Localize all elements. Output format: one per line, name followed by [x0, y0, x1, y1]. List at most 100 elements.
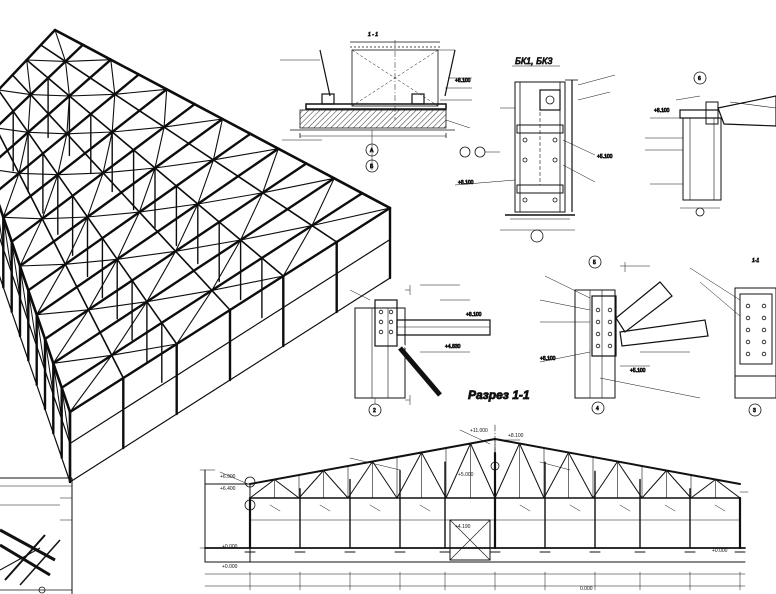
roof-truss-chord	[101, 148, 135, 175]
roof-brace	[211, 239, 242, 291]
roof-brace	[282, 225, 313, 277]
truss-web	[592, 461, 618, 499]
roof-brace	[2, 172, 20, 218]
node-2-label: 2	[373, 408, 376, 414]
roof-truss-chord	[217, 191, 264, 224]
roof-brace	[163, 118, 224, 128]
roof-purlin	[161, 321, 178, 345]
roof-brace	[52, 354, 113, 364]
roof-purlin	[81, 43, 113, 62]
roof-purlin	[41, 218, 55, 243]
roof-purlin	[64, 263, 78, 288]
roof-truss-chord	[56, 152, 87, 176]
roof-purlin	[89, 77, 116, 96]
roof-purlin	[197, 203, 220, 223]
roof-purlin	[212, 159, 239, 178]
roof-purlin	[132, 149, 156, 169]
eave-node-b	[244, 499, 256, 511]
roof-truss-chord	[160, 289, 214, 324]
eave-node	[244, 476, 256, 488]
roof-brace	[138, 167, 156, 213]
roof-purlin	[42, 152, 59, 176]
roof-truss-chord	[239, 207, 289, 242]
roof-purlin	[12, 110, 29, 134]
roof-truss-chord	[130, 250, 177, 282]
roof-truss-chord	[35, 285, 79, 316]
roof-brace	[146, 289, 213, 303]
door-opening	[449, 519, 491, 561]
roof-truss-chord	[41, 132, 69, 155]
roof-truss-chord	[75, 258, 119, 289]
top-section-label: 1 - 1	[368, 32, 378, 38]
roof-purlin	[175, 185, 199, 205]
mark-door: +4.190	[455, 524, 471, 530]
truss-web	[715, 479, 741, 499]
node-detail-top-right: 6 +8.100	[645, 71, 776, 217]
roof-brace	[64, 258, 118, 265]
mark-zero: 0.000	[580, 586, 593, 592]
roof-brace	[102, 167, 156, 174]
mark-node5-a: +8.100	[540, 356, 556, 362]
roof-purlin	[311, 224, 338, 243]
wall-brace	[52, 362, 63, 420]
roof-purlin	[218, 221, 242, 241]
roof-brace	[138, 203, 199, 213]
roof-truss-chord	[2, 194, 32, 219]
truss-web	[641, 470, 667, 499]
chord-tag	[664, 504, 676, 512]
truss-web	[298, 470, 324, 499]
roof-brace	[163, 88, 168, 128]
roof-purlin	[10, 240, 22, 268]
roof-purlin	[18, 172, 32, 197]
mark-base: +0.000	[222, 564, 238, 570]
roof-purlin	[27, 131, 44, 155]
roof-purlin	[99, 331, 113, 357]
roof-truss-chord	[228, 274, 285, 312]
roof-purlin	[90, 113, 113, 133]
roof-brace	[66, 131, 113, 135]
roof-brace	[86, 211, 140, 218]
roof-truss-chord	[212, 132, 252, 162]
wall-girt	[176, 340, 231, 377]
roof-truss-chord	[0, 172, 21, 191]
truss-web	[617, 461, 643, 499]
roof-brace	[111, 343, 178, 356]
roof-purlin	[163, 126, 190, 145]
roof-brace	[64, 60, 70, 97]
roof-brace	[116, 250, 177, 260]
roof-brace	[54, 29, 67, 62]
left-wall	[204, 483, 251, 563]
roof-purlin	[52, 240, 67, 266]
roof-brace	[111, 126, 165, 133]
truss-web	[494, 443, 520, 499]
roof-purlin	[76, 286, 90, 311]
roof-truss-chord	[52, 215, 89, 243]
roof-truss-chord	[0, 149, 9, 159]
roof-truss-chord	[46, 60, 67, 80]
wall-girt	[19, 296, 29, 323]
truss-web	[666, 470, 692, 499]
roof-truss-chord	[122, 342, 178, 380]
wall-brace	[27, 289, 38, 347]
roof-truss-chord	[175, 308, 232, 346]
roof-truss-chord	[210, 256, 264, 292]
wall-brace	[2, 216, 13, 274]
roof-brace	[0, 89, 32, 96]
roof-purlin	[68, 95, 92, 115]
roof-brace	[111, 93, 116, 133]
roof-truss-chord	[11, 58, 28, 77]
roof-truss-chord	[47, 94, 71, 116]
node-section-1-1: 1-1 3	[689, 258, 776, 417]
roof-truss-chord	[68, 376, 125, 414]
roof-truss-chord	[236, 147, 280, 178]
roof-purlin	[109, 58, 141, 76]
ridge-node	[490, 461, 500, 471]
truss-web	[690, 479, 716, 499]
roof-truss-chord	[261, 162, 308, 195]
roof-purlin	[154, 167, 178, 187]
right-section-label: 1-1	[752, 258, 759, 264]
node-6-label: 6	[698, 76, 701, 82]
chord-tag	[714, 504, 726, 512]
roof-purlin	[1, 216, 13, 243]
